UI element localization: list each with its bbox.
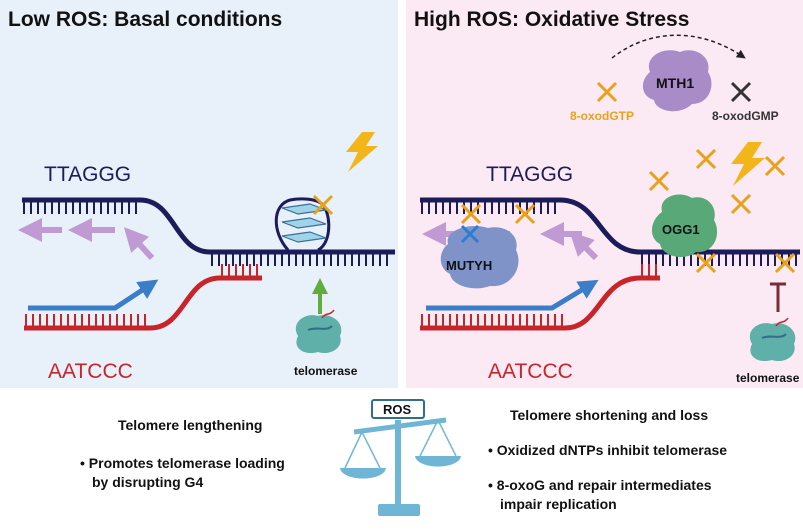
strand-lesions bbox=[460, 203, 796, 274]
left-telomerase-label: telomerase bbox=[294, 364, 358, 378]
left-top-strand-label: TTAGGG bbox=[44, 163, 131, 186]
blocked-x-icon bbox=[460, 224, 480, 244]
mth1-label: MTH1 bbox=[656, 75, 694, 91]
right-lilac-arrow-3 bbox=[569, 231, 599, 261]
g-quadruplex-icon bbox=[274, 197, 331, 252]
left-bottom-strand-label: AATCCC bbox=[48, 360, 133, 383]
right-top-strand-label: TTAGGG bbox=[486, 163, 573, 186]
left-bottom-strand bbox=[24, 275, 262, 331]
telomerase-icon bbox=[295, 309, 342, 354]
mth1-conversion-arrow bbox=[611, 34, 746, 59]
balance-scale-icon bbox=[340, 399, 461, 516]
left-panel-title: Low ROS: Basal conditions bbox=[8, 8, 282, 31]
nucleotide-in-label: 8-oxodGTP bbox=[570, 109, 634, 123]
left-lilac-arrow-3 bbox=[123, 227, 155, 261]
left-outcome-bullet-line1: • Promotes telomerase loading bbox=[80, 455, 285, 471]
lesion-x-icon bbox=[596, 81, 618, 103]
left-top-strand bbox=[22, 197, 395, 255]
mutyh-label: MUTYH bbox=[446, 258, 492, 273]
right-outcome-bullet2-line2: impair replication bbox=[500, 496, 617, 512]
right-telomerase-label: telomerase bbox=[736, 371, 800, 385]
left-top-strand-bases bbox=[23, 202, 388, 266]
right-panel-title: High ROS: Oxidative Stress bbox=[414, 8, 689, 31]
ogg1-enzyme bbox=[651, 194, 718, 258]
right-blue-arrow bbox=[426, 279, 599, 311]
lesion-x-icon bbox=[312, 194, 334, 216]
telomerase-icon bbox=[749, 317, 796, 362]
lightning-icon bbox=[731, 142, 765, 186]
right-outcome-heading: Telomere shortening and loss bbox=[510, 407, 708, 423]
ogg1-label: OGG1 bbox=[662, 222, 700, 237]
right-outcome-bullet1: • Oxidized dNTPs inhibit telomerase bbox=[488, 442, 727, 458]
right-outcome-bullet2-line1: • 8-oxoG and repair intermediates bbox=[488, 477, 712, 493]
scattered-lesions bbox=[648, 148, 786, 215]
mutyh-enzyme bbox=[440, 225, 519, 289]
left-blue-arrow bbox=[28, 279, 159, 311]
inactivated-x-icon bbox=[730, 81, 752, 103]
right-bottom-strand bbox=[420, 275, 660, 331]
mth1-enzyme bbox=[642, 50, 712, 112]
right-panel-bg bbox=[406, 0, 803, 388]
left-bottom-strand-bases bbox=[25, 264, 258, 326]
telomerase-inhibition-icon bbox=[770, 282, 786, 312]
left-outcome-heading: Telomere lengthening bbox=[118, 417, 262, 433]
nucleotide-out-label: 8-oxodGMP bbox=[712, 109, 779, 123]
scale-label: ROS bbox=[383, 402, 412, 417]
lightning-icon bbox=[346, 132, 378, 172]
right-bottom-strand-label: AATCCC bbox=[488, 360, 573, 383]
left-outcome-bullet-line2: by disrupting G4 bbox=[92, 474, 203, 490]
right-bottom-strand-bases bbox=[421, 264, 657, 326]
right-top-strand bbox=[420, 197, 800, 255]
